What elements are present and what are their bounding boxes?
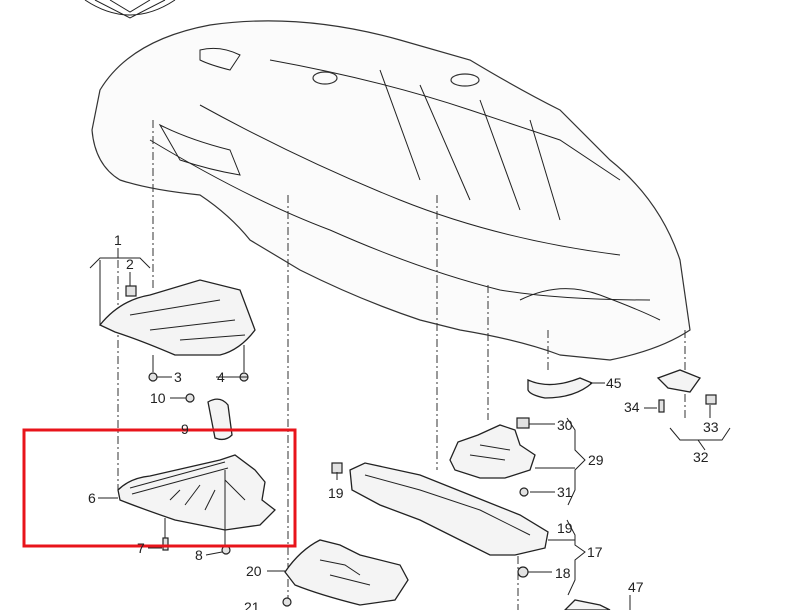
label-19b: 19 — [557, 520, 573, 536]
label-1: 1 — [114, 232, 122, 248]
part-20-panel — [282, 539, 409, 607]
part-labels: 1 2 3 4 10 9 6 7 8 20 21 19 45 34 33 32 … — [88, 232, 719, 610]
label-17: 17 — [587, 544, 603, 560]
label-29: 29 — [588, 452, 604, 468]
label-21: 21 — [244, 599, 260, 610]
label-30: 30 — [557, 417, 573, 433]
label-9: 9 — [181, 421, 189, 437]
label-45: 45 — [606, 375, 622, 391]
label-2: 2 — [126, 256, 134, 272]
label-6: 6 — [88, 490, 96, 506]
label-34: 34 — [624, 399, 640, 415]
part-47-panel — [564, 595, 631, 610]
label-19a: 19 — [328, 485, 344, 501]
part-32-bracket — [656, 369, 717, 413]
part-1-front-underbody-panel — [98, 279, 256, 382]
label-10: 10 — [150, 390, 166, 406]
vehicle-body — [91, 20, 691, 361]
label-20: 20 — [246, 563, 262, 579]
part-6-engine-underbody-panel — [117, 454, 276, 555]
part-9-bracket — [185, 393, 233, 441]
label-4: 4 — [217, 369, 225, 385]
label-31: 31 — [557, 484, 573, 500]
top-ornament — [84, 0, 176, 19]
label-7: 7 — [137, 540, 145, 556]
part-17-center-tunnel-panel — [331, 462, 549, 578]
label-3: 3 — [174, 369, 182, 385]
label-47: 47 — [628, 579, 644, 595]
label-18: 18 — [555, 565, 571, 581]
label-33: 33 — [703, 419, 719, 435]
highlight-frame-part-6 — [22, 428, 297, 548]
leader-lines — [89, 248, 731, 596]
label-32: 32 — [693, 449, 709, 465]
part-29-heat-shield — [449, 417, 536, 497]
part-45-trim — [527, 377, 594, 399]
label-8: 8 — [195, 547, 203, 563]
